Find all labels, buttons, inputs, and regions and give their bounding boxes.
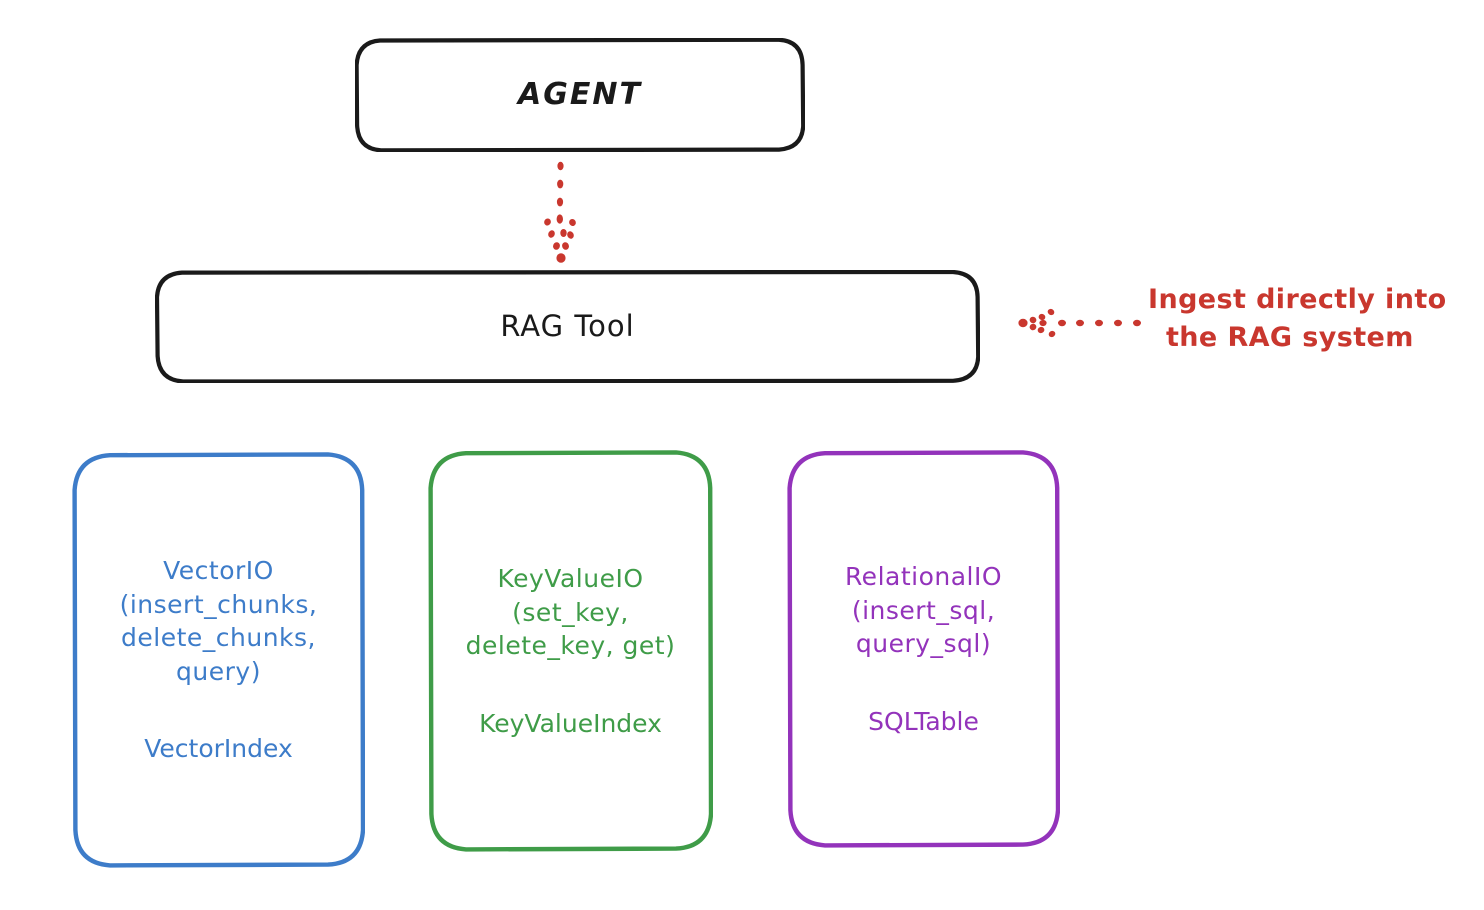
key-value-io-subtitle: KeyValueIndex [479, 708, 662, 738]
key-value-io-title: KeyValueIO (set_key, delete_key, get) [465, 564, 676, 660]
relational-io-title: RelationalIO (insert_sql, query_sql) [844, 562, 1003, 658]
node-rag-tool[interactable]: RAG Tool [155, 270, 980, 383]
rag-tool-label: RAG Tool [500, 309, 635, 344]
node-vector-io[interactable]: VectorIO (insert_chunks, delete_chunks, … [72, 452, 365, 868]
node-agent[interactable]: AGENT [355, 38, 805, 152]
annotation-line-1: Ingest directly into [1148, 284, 1447, 315]
node-relational-io[interactable]: RelationalIO (insert_sql, query_sql) SQL… [787, 450, 1060, 848]
node-key-value-io[interactable]: KeyValueIO (set_key, delete_key, get) Ke… [428, 450, 713, 852]
annotation-line-2: the RAG system [1166, 322, 1414, 354]
connector-annotation-to-rag-tool [1018, 308, 1141, 338]
connector-agent-to-rag-tool [544, 161, 576, 263]
relational-io-subtitle: SQLTable [868, 706, 979, 736]
vector-io-subtitle: VectorIndex [144, 734, 293, 764]
annotation-ingest-directly: Ingest directly into the RAG system [1148, 281, 1478, 358]
vector-io-title: VectorIO (insert_chunks, delete_chunks, … [119, 556, 318, 686]
agent-label: AGENT [518, 77, 642, 113]
